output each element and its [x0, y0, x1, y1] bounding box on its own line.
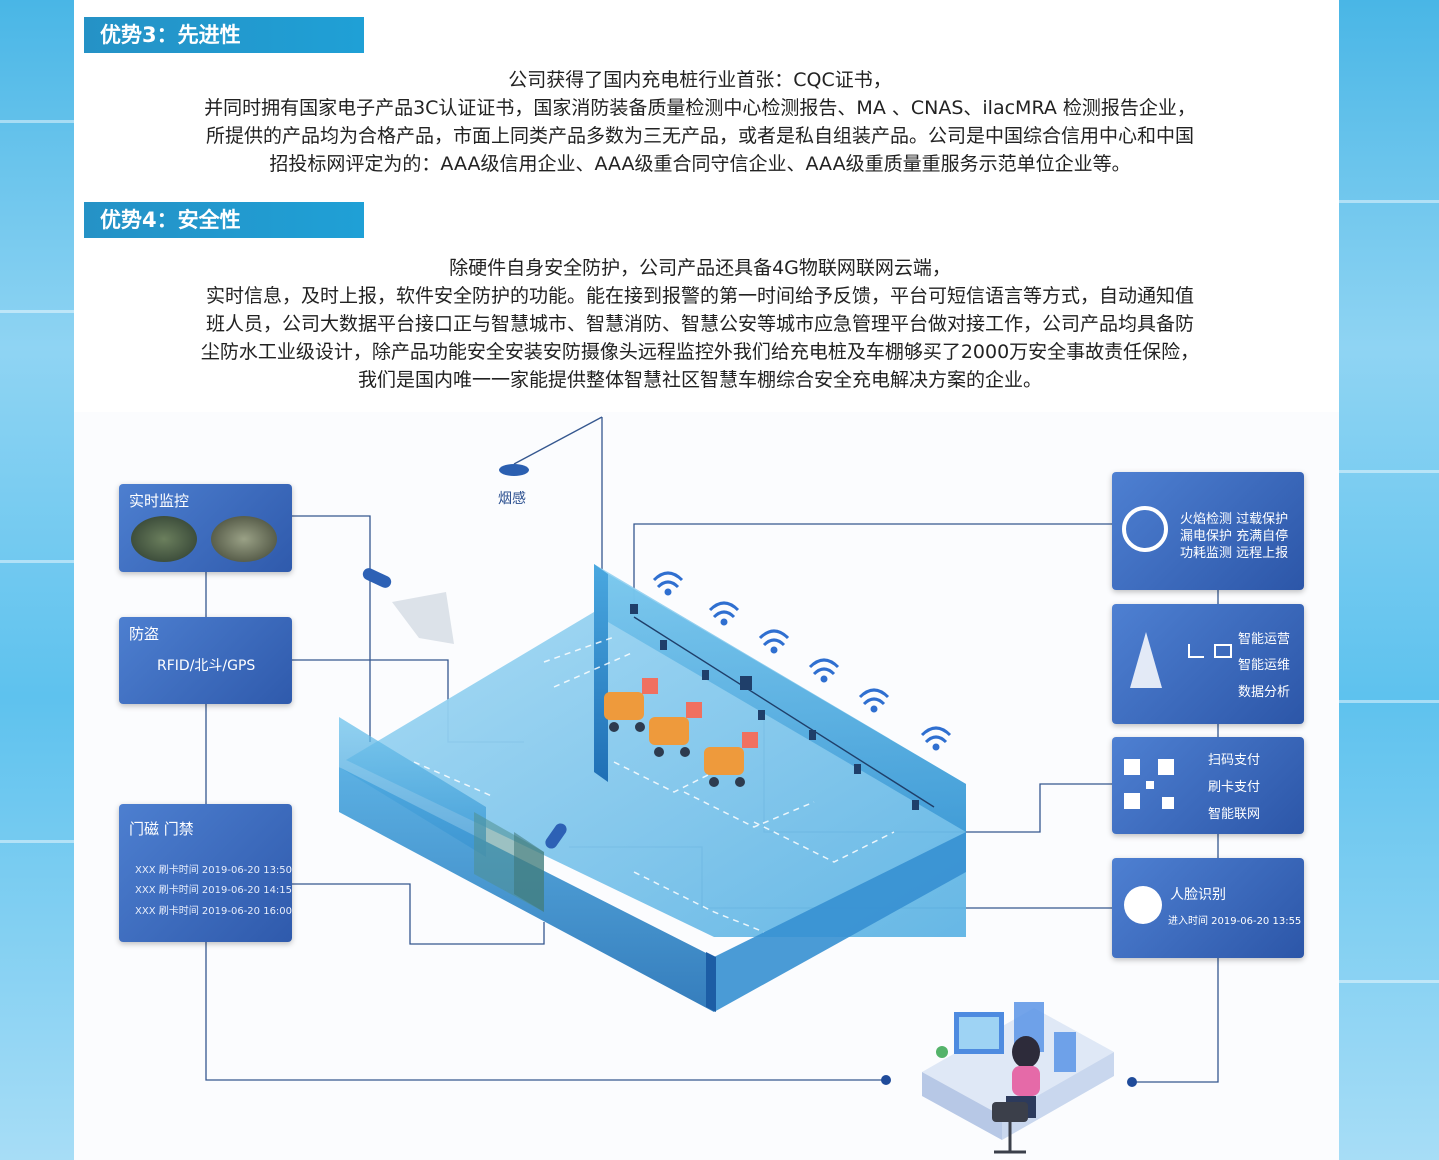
feature-line: 智能运维 [1238, 658, 1291, 673]
chart-icon [1188, 644, 1204, 658]
feature-line: 智能联网 [1208, 807, 1261, 822]
qr-code-icon [1124, 759, 1174, 809]
monitor-icon [1214, 644, 1232, 658]
door-access-panel: 门磁 门禁 XXX 刷卡时间 2019-06-20 13:50 XXX 刷卡时间… [119, 804, 292, 942]
panel-title: 人脸识别 [1170, 887, 1226, 903]
section-text-safety: 除硬件自身安全防护，公司产品还具备4G物联网联网云端， 实时信息，及时上报，软件… [120, 254, 1280, 394]
payment-panel: 扫码支付 刷卡支付 智能联网 [1112, 737, 1304, 834]
smart-operations-panel: 智能运营 智能运维 数据分析 [1112, 604, 1304, 724]
text-line: 班人员，公司大数据平台接口正与智慧城市、智慧消防、智慧公安等城市应急管理平台做对… [205, 313, 1194, 335]
feature-line: 刷卡支付 [1208, 780, 1261, 795]
operator-workstation-illustration [922, 1002, 1114, 1154]
camera-icon [545, 823, 567, 849]
feature-line: 扫码支付 [1208, 753, 1261, 768]
text-line: 尘防水工业级设计，除产品功能安全安装安防摄像头远程监控外我们给充电桩及车棚够买了… [200, 341, 1200, 363]
text-line: 我们是国内唯一一家能提供整体智慧社区智慧车棚综合安全充电解决方案的企业。 [357, 369, 1042, 391]
text-line: 招投标网评定为的：AAA级信用企业、AAA级重合同守信企业、AAA级重质量重服务… [269, 153, 1131, 175]
feature-line: 火焰检测 过载保护 [1180, 512, 1289, 527]
safety-protection-panel: 火焰检测 过载保护 漏电保护 充满自停 功耗监测 远程上报 [1112, 472, 1304, 590]
monitor-photo-2 [211, 516, 277, 562]
carport-structure [339, 564, 966, 1012]
monitor-photo-1 [131, 516, 197, 562]
feature-line: 功耗监测 远程上报 [1180, 546, 1289, 561]
wifi-icons [652, 571, 952, 751]
anti-theft-panel: 防盗 RFID/北斗/GPS [119, 617, 292, 704]
panel-title: 实时监控 [129, 492, 190, 510]
text-line: 所提供的产品均为合格产品，市面上同类产品多数为三无产品，或者是私自组装产品。公司… [205, 125, 1194, 147]
access-log-entry: XXX 刷卡时间 2019-06-20 14:15 [135, 885, 293, 896]
shield-icon [1122, 506, 1168, 552]
face-recognition-panel: 人脸识别 进入时间 2019-06-20 13:55 [1112, 858, 1304, 958]
right-side-band [1339, 0, 1439, 1160]
smart-carport-diagram: 实时监控 防盗 RFID/北斗/GPS 门磁 门禁 XXX 刷卡时间 2019-… [74, 412, 1339, 1160]
feature-line: 智能运营 [1238, 632, 1291, 647]
smoke-detector-label: 烟感 [498, 491, 526, 507]
panel-title: 防盗 [129, 625, 160, 643]
panel-title: 门磁 门禁 [129, 820, 194, 838]
text-line: 除硬件自身安全防护，公司产品还具备4G物联网联网云端， [449, 257, 951, 279]
section-text-advanced: 公司获得了国内充电桩行业首张：CQC证书， 并同时拥有国家电子产品3C认证证书，… [120, 66, 1280, 178]
access-log-entry: XXX 刷卡时间 2019-06-20 13:50 [135, 865, 293, 876]
text-line: 并同时拥有国家电子产品3C认证证书，国家消防装备质量检测中心检测报告、MA 、C… [204, 97, 1196, 119]
feature-line: 漏电保护 充满自停 [1180, 529, 1289, 544]
text-line: 实时信息，及时上报，软件安全防护的功能。能在接到报警的第一时间给予反馈，平台可短… [205, 285, 1194, 307]
signal-tower-icon [1130, 632, 1162, 688]
anti-theft-text: RFID/北斗/GPS [157, 658, 256, 674]
camera-icon [362, 568, 454, 644]
face-entry-time: 进入时间 2019-06-20 13:55 [1168, 916, 1302, 927]
text-line: 公司获得了国内充电桩行业首张：CQC证书， [508, 69, 892, 91]
realtime-monitor-panel: 实时监控 [119, 484, 292, 572]
feature-line: 数据分析 [1238, 685, 1291, 700]
connector-dot [881, 1075, 891, 1085]
section-heading-advanced: 优势3：先进性 [84, 17, 364, 53]
left-side-band [0, 0, 74, 1160]
access-log-entry: XXX 刷卡时间 2019-06-20 16:00 [135, 906, 293, 917]
connector-dot [1127, 1077, 1137, 1087]
section-heading-safety: 优势4：安全性 [84, 202, 364, 238]
smoke-detector-icon [499, 464, 529, 476]
user-avatar-icon [1124, 886, 1162, 924]
